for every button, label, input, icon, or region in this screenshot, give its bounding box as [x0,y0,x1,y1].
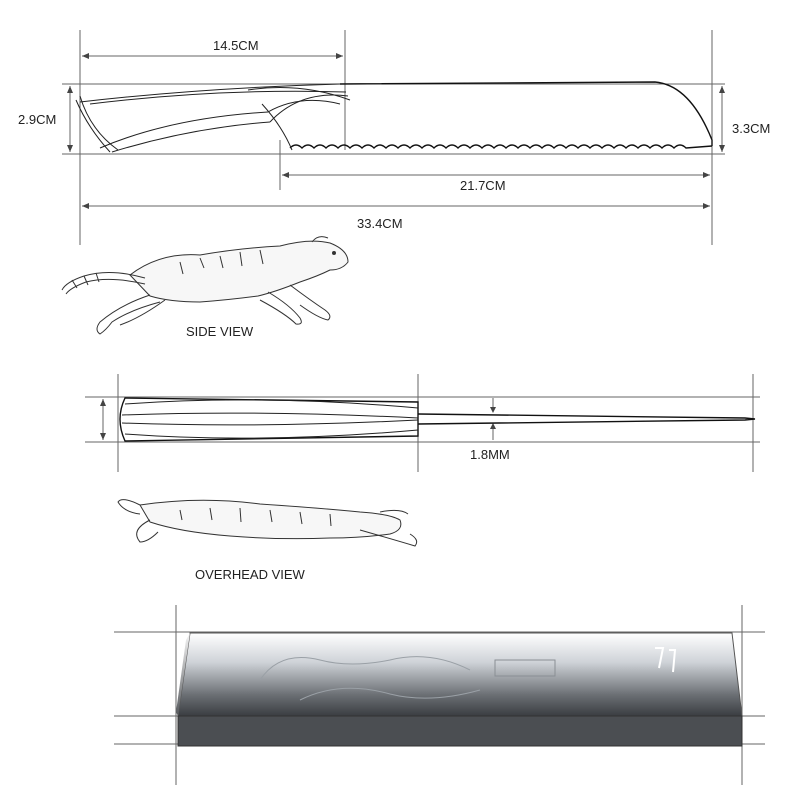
overhead-view: 1.8MM OVERHEAD VIEW [85,374,760,582]
blade-height-label: 3.3CM [732,121,770,136]
cheetah-top-view-icon [117,499,418,547]
overhead-view-caption: OVERHEAD VIEW [195,567,306,582]
handle-length-label: 14.5CM [213,38,259,53]
side-view: 14.5CM 2.9CM 3.3CM 21.7CM 33.4CM SIDE VI… [18,30,770,339]
knife-side-outline [75,81,713,153]
side-dimension-arrows [67,53,725,209]
total-length-label: 33.4CM [357,216,403,231]
gift-box-icon [114,605,765,785]
blade-length-label: 21.7CM [460,178,506,193]
overhead-guide-lines [85,374,760,472]
running-cheetah-icon [61,236,349,335]
knife-overhead-outline [119,397,756,442]
handle-height-label: 2.9CM [18,112,56,127]
side-view-caption: SIDE VIEW [186,324,254,339]
blade-thickness-label: 1.8MM [470,447,510,462]
side-guide-lines [62,30,725,245]
